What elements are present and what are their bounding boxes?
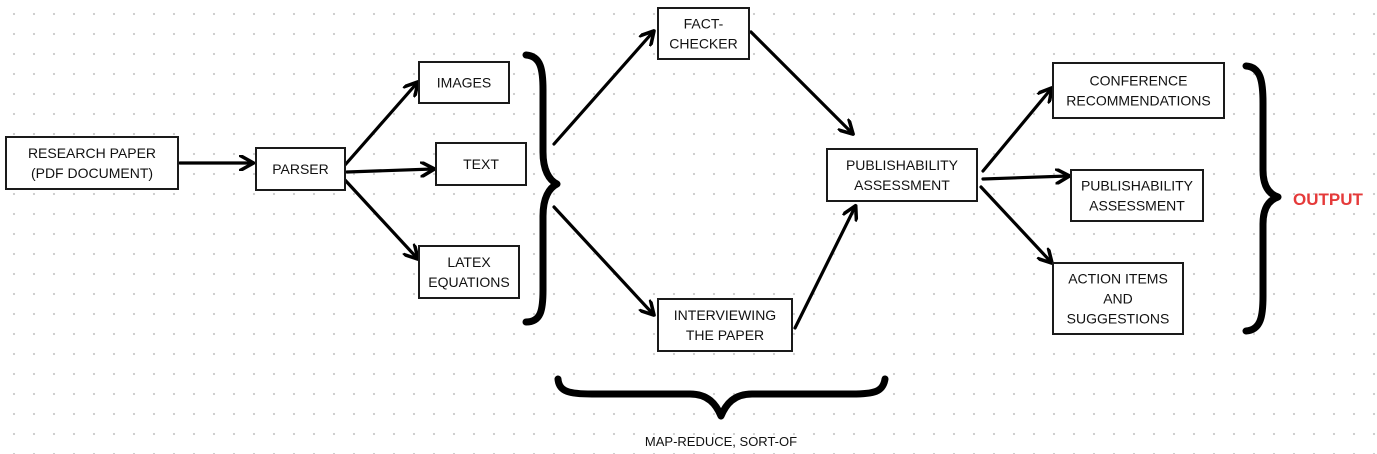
node-latex-equations: LATEX EQUATIONS [418, 245, 520, 299]
node-box [1070, 169, 1204, 222]
node-publishability-assessment-output: PUBLISHABILITY ASSESSMENT [1070, 169, 1204, 222]
arrow-assessment-to-action-items [979, 185, 1051, 262]
node-label-line: INTERVIEWING [674, 307, 776, 323]
node-label-line: ASSESSMENT [854, 177, 950, 193]
node-label-line: ACTION ITEMS [1068, 271, 1168, 287]
arrow-parser-to-images [343, 83, 417, 167]
output-label: OUTPUT [1293, 190, 1364, 209]
node-label-line: PARSER [272, 161, 329, 177]
node-box [418, 61, 510, 104]
node-box [657, 298, 793, 352]
node-label-line: RECOMMENDATIONS [1066, 93, 1210, 109]
node-label-line: THE PAPER [686, 327, 764, 343]
node-label-line: AND [1103, 291, 1133, 307]
node-label-line: PUBLISHABILITY [1081, 178, 1194, 194]
arrow-brace-to-fact-checker [552, 32, 653, 146]
node-label-line: (PDF DOCUMENT) [31, 165, 153, 181]
arrow-interviewing-to-assessment [793, 207, 855, 330]
node-label-line: TEXT [463, 156, 499, 172]
arrow-assessment-to-publishability-out [981, 176, 1068, 179]
arrow-fact-checker-to-assessment [749, 30, 852, 133]
node-fact-checker: FACT- CHECKER [657, 7, 750, 60]
node-parser: PARSER [255, 147, 346, 191]
node-box [1052, 62, 1225, 119]
map-reduce-label: MAP-REDUCE, SORT-OF [645, 434, 797, 449]
node-interviewing-paper: INTERVIEWING THE PAPER [657, 298, 793, 352]
node-label-line: PUBLISHABILITY [846, 157, 959, 173]
arrow-parser-to-text [345, 169, 433, 172]
node-text: TEXT [435, 142, 527, 186]
node-label-line: ASSESSMENT [1089, 198, 1185, 214]
braces-layer [522, 51, 1282, 420]
nodes-layer: RESEARCH PAPER (PDF DOCUMENT) PARSER IMAG… [5, 7, 1225, 352]
node-action-items: ACTION ITEMS AND SUGGESTIONS [1052, 262, 1184, 335]
node-label-line: CONFERENCE [1089, 73, 1187, 89]
node-conference-recommendations: CONFERENCE RECOMMENDATIONS [1052, 62, 1225, 119]
node-box [826, 148, 978, 202]
edges-layer [178, 30, 1068, 330]
node-box [1052, 262, 1184, 335]
node-label-line: IMAGES [437, 75, 491, 91]
node-box [657, 7, 750, 60]
node-label-line: SUGGESTIONS [1067, 311, 1170, 327]
node-box [5, 136, 179, 190]
node-label-line: EQUATIONS [428, 274, 509, 290]
node-research-paper: RESEARCH PAPER (PDF DOCUMENT) [5, 136, 179, 190]
node-label-line: LATEX [447, 254, 491, 270]
node-label-line: CHECKER [669, 36, 737, 52]
node-images: IMAGES [418, 61, 510, 104]
node-publishability-assessment: PUBLISHABILITY ASSESSMENT [826, 148, 978, 202]
map-reduce-brace [554, 375, 889, 420]
arrow-parser-to-latex [343, 178, 417, 258]
node-label-line: FACT- [684, 16, 724, 32]
node-box [435, 142, 527, 186]
arrow-brace-to-interviewing [552, 205, 653, 314]
node-box [418, 245, 520, 299]
node-label-line: RESEARCH PAPER [28, 145, 156, 161]
arrow-assessment-to-conference [981, 89, 1051, 173]
node-box [255, 147, 346, 191]
output-brace [1242, 62, 1282, 335]
extracted-content-brace [522, 51, 561, 326]
